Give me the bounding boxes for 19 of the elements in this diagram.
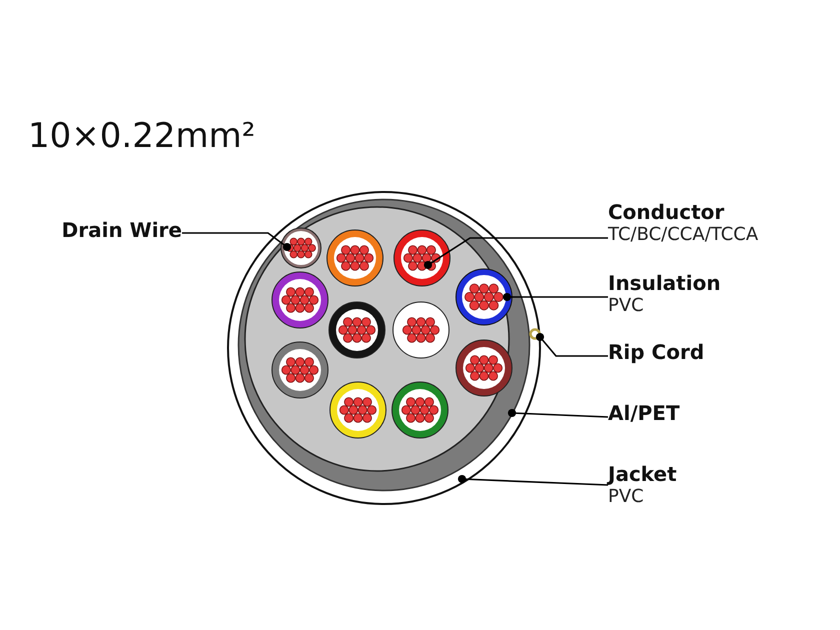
leader-line <box>458 474 608 486</box>
cable-spec-title: 10×0.22mm² <box>28 116 256 156</box>
part-label: Insulation <box>608 272 722 295</box>
part-label: Drain Wire <box>60 219 182 242</box>
part-label: Jacket <box>608 463 678 486</box>
rip-cord <box>528 327 542 341</box>
drain-wire <box>280 227 322 269</box>
leader-line <box>536 332 608 357</box>
part-label: Conductor <box>608 201 726 224</box>
leader-line <box>424 237 608 270</box>
leader-line <box>182 232 292 252</box>
leader-line <box>508 408 608 418</box>
material-label: PVC <box>608 295 645 316</box>
part-label: Al/PET <box>608 402 681 425</box>
leader-line <box>502 292 608 302</box>
material-label: PVC <box>608 486 645 507</box>
insulated-core <box>455 268 513 326</box>
material-label: TC/BC/CCA/TCCA <box>608 224 760 245</box>
part-label: Rip Cord <box>608 341 706 364</box>
